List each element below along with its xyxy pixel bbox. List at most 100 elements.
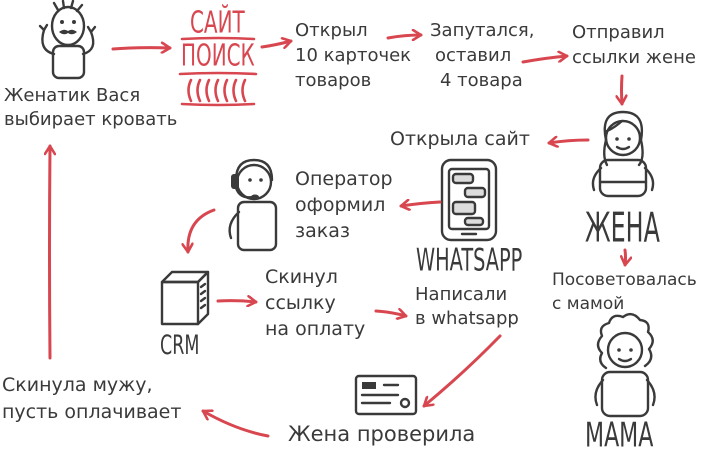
eye: [617, 348, 621, 352]
underline: [178, 71, 258, 76]
arrow-wife-to-consulted: [625, 248, 626, 267]
caption-line: Скинула мужу,: [2, 374, 153, 396]
wife-label: ЖЕНА: [585, 203, 660, 252]
caption-line: Открыл: [295, 20, 368, 41]
caption-line: Скинул: [265, 266, 338, 288]
arms: [41, 28, 95, 56]
head: [235, 163, 273, 201]
baseline: [180, 102, 256, 107]
smile: [615, 145, 631, 151]
chat-bubble: [463, 216, 485, 227]
arrow-confused-to-sent: [521, 56, 569, 64]
arrow-whatsapp-to-document: [422, 334, 502, 408]
smile: [617, 357, 633, 363]
wrote-whatsapp-caption: Написали в whatsapp: [415, 283, 519, 331]
hands: [38, 23, 97, 34]
mother-icon: [594, 312, 656, 418]
hair-part: [605, 119, 624, 133]
caption-line: оставил: [435, 45, 512, 66]
caption-line: 10 карточек: [295, 45, 412, 66]
caption-line: Оператор: [295, 168, 393, 190]
crm-label: CRM: [160, 330, 200, 361]
caption-line: Жена проверила: [288, 422, 476, 446]
arrow-site-to-cards: [260, 41, 293, 47]
arm: [228, 210, 241, 240]
headset-mic: [251, 194, 259, 200]
payment-link-caption: Скинул ссылку на оплату: [265, 264, 365, 342]
search-label: ПОИСК: [181, 38, 255, 73]
opened-cards-caption: Открыл 10 карточек товаров: [295, 18, 411, 93]
confused-caption: Запутался, оставил 4 товара: [430, 18, 534, 93]
operator-icon: [228, 158, 278, 252]
eye: [60, 20, 64, 24]
consulted-caption: Посоветовалась с мамой: [552, 268, 697, 316]
head: [606, 331, 644, 369]
arrow-operator-to-crm: [188, 208, 216, 254]
box-slots: [199, 282, 207, 310]
husband-icon: [38, 0, 97, 80]
eye: [629, 348, 633, 352]
caption-line: 4 товара: [440, 70, 523, 91]
arms: [594, 378, 656, 407]
chat-bubble: [463, 186, 487, 199]
sent-links-caption: Отправил ссылки жене: [572, 20, 696, 70]
caption-line: Посоветовалась: [552, 270, 697, 290]
whatsapp-label: WHATSAPP: [416, 242, 523, 278]
caption-line: Запутался,: [430, 20, 535, 41]
arrow-husband-to-site: [111, 48, 172, 49]
arrow-crm-to-payment-link: [216, 301, 258, 302]
caption-line: заказ: [295, 220, 350, 242]
curly-hair: [596, 312, 654, 370]
underline: [180, 36, 256, 41]
caption-line: с мамой: [552, 294, 625, 314]
eye: [259, 178, 263, 182]
body: [600, 370, 650, 418]
caption-line: Женатик Вася: [4, 85, 141, 106]
phone-body: [440, 158, 498, 242]
arrow-sent-husband-to-husband: [50, 144, 51, 360]
arrows: [50, 35, 626, 438]
caption-line: выбирает кровать: [4, 109, 178, 130]
arrow-cards-to-confused: [386, 35, 423, 38]
headset-earcup: [231, 174, 239, 189]
caption-line: ссылки жене: [572, 47, 696, 68]
caption-line: на оплату: [265, 318, 366, 340]
document-lines: [360, 383, 400, 405]
phone-screen: [447, 167, 491, 231]
caption-line: Отправил: [572, 22, 665, 43]
head: [50, 5, 86, 47]
search-grid-icon: [178, 36, 258, 107]
document-frame: [354, 374, 418, 416]
document-block: [362, 382, 376, 389]
payment-document-icon: [354, 374, 418, 416]
arrow-checked-to-sent-husband: [201, 411, 270, 438]
box-front: [160, 280, 200, 326]
whatsapp-phone-icon: [440, 158, 498, 242]
mother-label: МАМА: [585, 416, 654, 454]
operator-caption: Оператор оформил заказ: [295, 166, 393, 244]
husband-caption: Женатик Вася выбирает кровать: [4, 84, 177, 132]
body: [236, 200, 278, 252]
caption-line: оформил: [295, 194, 386, 216]
grid-strokes: [187, 78, 247, 103]
arrow-payment-link-to-whatsapp: [374, 311, 408, 316]
arrow-wife-to-opened-site: [547, 140, 590, 143]
crm-box-icon: [160, 270, 210, 326]
opened-site-caption: Открыла сайт: [390, 127, 530, 151]
caption-line: в whatsapp: [415, 308, 519, 329]
wife-checked-caption: Жена проверила: [288, 421, 475, 447]
arrow-sent-to-wife: [622, 74, 623, 106]
eye: [248, 178, 252, 182]
caption-line: Открыла сайт: [390, 128, 530, 150]
eye: [615, 137, 619, 141]
caption-line: товаров: [295, 70, 372, 91]
arms: [591, 166, 655, 192]
chat-bubble: [451, 200, 477, 216]
mustache: [59, 29, 77, 35]
caption-line: пусть оплачивает: [2, 401, 182, 423]
document-stamp: [399, 397, 411, 409]
arrow-whatsapp-to-operator: [399, 202, 442, 206]
eye: [627, 137, 631, 141]
